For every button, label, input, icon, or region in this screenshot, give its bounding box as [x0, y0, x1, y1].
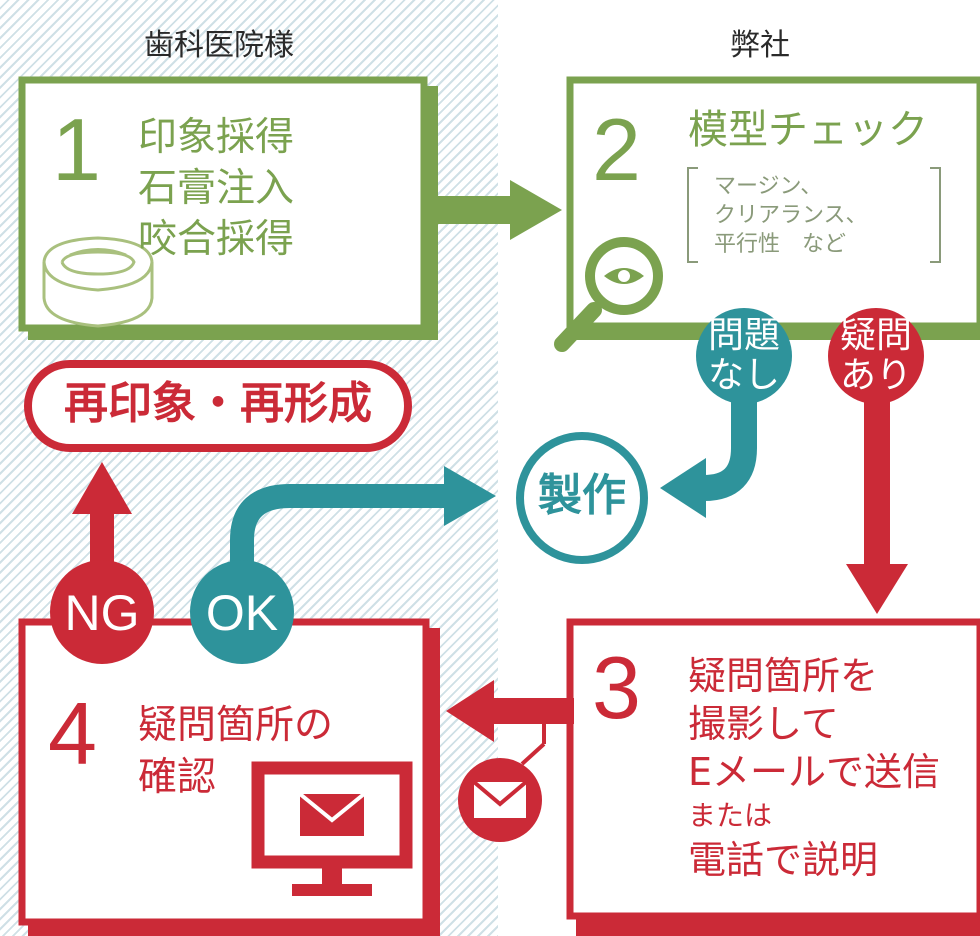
step1-number: 1 [52, 100, 101, 199]
no-problem-line: 問題 [707, 315, 780, 356]
production-circle [516, 432, 648, 564]
ng-circle [50, 560, 154, 664]
ok-label: OK [205, 585, 279, 641]
step3-line: 撮影して [688, 702, 839, 746]
clinic-column-heading: 歯科医院様 [144, 28, 294, 63]
arrow-doubt-to-step3 [846, 400, 908, 614]
doubt-line: あり [839, 355, 912, 396]
step4-text: 疑問箇所の 確認 [138, 700, 333, 804]
denture-impression-icon [42, 236, 154, 328]
magnifier-eye-icon [554, 237, 663, 352]
step2-check-item: クリアランス、 [714, 203, 868, 228]
step4-number: 4 [48, 684, 97, 783]
step2-check-items: マージン、 クリアランス、 平行性 など [714, 172, 868, 259]
arrow-step3-to-step4 [446, 680, 574, 766]
no-problem-line: なし [707, 355, 780, 396]
company-column-heading: 弊社 [730, 28, 790, 63]
doubt-badge: 疑問 あり [828, 316, 924, 396]
arrow-no-problem-to-production [660, 402, 757, 518]
step2-check-item: 平行性 など [714, 232, 847, 257]
step1-line: 咬合採得 [138, 217, 295, 262]
remake-pill [24, 360, 412, 452]
step3-line: Eメールで送信 [688, 750, 941, 794]
step3-line: または [688, 799, 773, 832]
ng-label: NG [64, 585, 140, 641]
step2-title: 模型チェック [688, 107, 928, 153]
doubt-line: 疑問 [839, 315, 912, 356]
envelope-icon [458, 758, 542, 842]
production-label: 製作 [538, 470, 626, 521]
step3-line: 電話で説明 [688, 838, 879, 882]
step3-box [566, 618, 980, 936]
step1-box [18, 76, 438, 340]
step3-number: 3 [592, 638, 641, 737]
no-problem-badge: 問題 なし [696, 316, 792, 396]
step1-text: 印象採得 石膏注入 咬合採得 [138, 112, 294, 265]
step1-line: 石膏注入 [138, 166, 295, 211]
step3-line: 疑問箇所を [688, 654, 879, 698]
arrow-ok-to-production [230, 466, 496, 584]
monitor-mail-icon [251, 761, 413, 896]
step3-text: 疑問箇所を 撮影して Eメールで送信 または 電話で説明 [688, 652, 940, 884]
step4-line: 疑問箇所の [138, 703, 334, 748]
step4-line: 確認 [138, 755, 217, 800]
step2-check-item: マージン、 [714, 174, 823, 199]
step2-number: 2 [592, 100, 641, 199]
ok-circle [190, 560, 294, 664]
step2-bracket [687, 167, 941, 263]
doubt-badge-shape [828, 308, 924, 404]
no-problem-badge-shape [696, 308, 792, 404]
step1-line: 印象採得 [138, 115, 295, 160]
arrow-step1-to-step2 [432, 180, 562, 240]
remake-label: 再印象・再形成 [64, 378, 372, 429]
